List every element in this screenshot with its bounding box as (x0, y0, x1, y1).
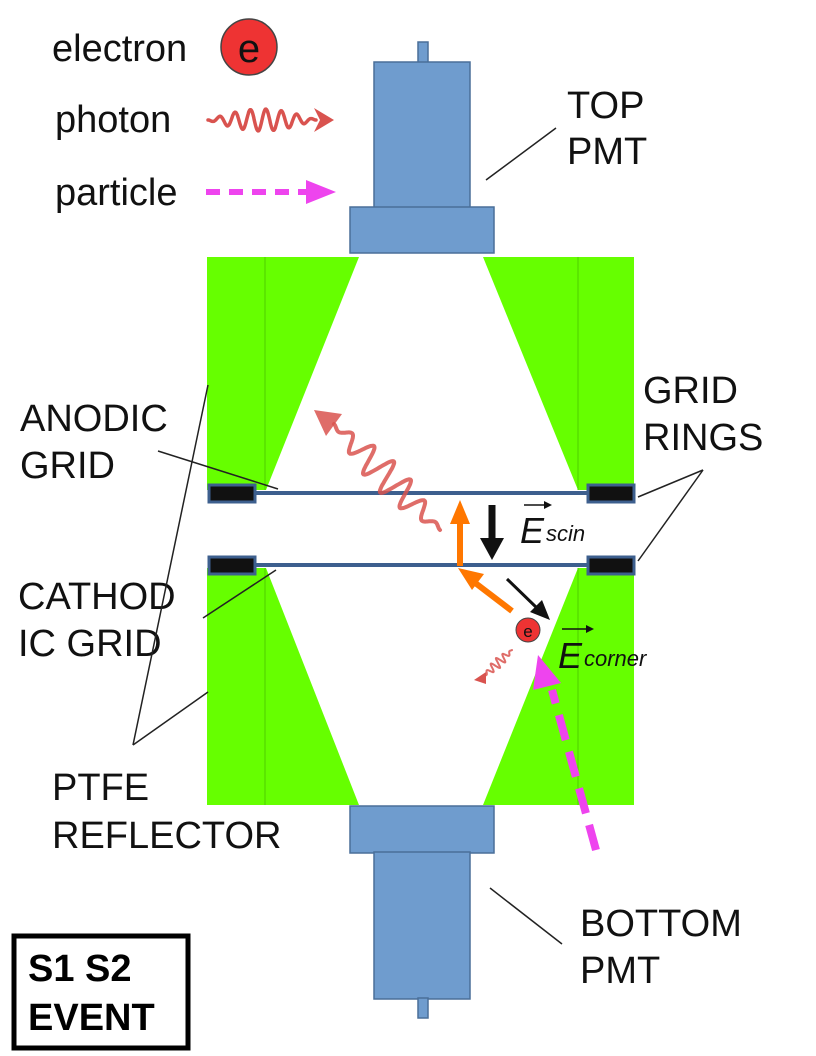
event-box: S1 S2 EVENT (11, 933, 191, 1051)
grid-rings-leaders (637, 469, 704, 562)
ptfe-label-line2: REFLECTOR (52, 815, 281, 857)
field-scin-sub: scin (546, 521, 585, 546)
bottom-pmt (349, 805, 495, 1019)
legend-electron-label: electron (52, 28, 187, 70)
field-scin-arrow (480, 505, 504, 560)
top-pmt-label-line2: PMT (567, 131, 647, 173)
legend-photon-icon (206, 107, 334, 133)
photon-emission-large (314, 410, 442, 532)
ptfe-reflector-upper (207, 257, 634, 490)
event-box-line2: EVENT (28, 997, 155, 1039)
cathodic-grid-label-line2: IC GRID (18, 623, 162, 665)
bottom-pmt-label-line1: BOTTOM (580, 903, 742, 945)
cathodic-grid-leader (202, 569, 277, 619)
field-corner-sub: corner (584, 646, 648, 671)
top-pmt-leader (485, 127, 557, 181)
legend-electron-icon (220, 18, 278, 76)
legend-particle-icon (206, 180, 336, 204)
top-pmt-label-line1: TOP (567, 85, 644, 127)
photon-emission-small (474, 649, 513, 684)
grid-rings-label-line2: RINGS (643, 417, 763, 459)
electron-in-detector: e (515, 617, 541, 643)
legend-electron-symbol: e (238, 27, 260, 71)
anodic-grid-leader (157, 450, 279, 490)
legend-photon-label: photon (55, 99, 171, 141)
electron-in-detector-symbol: e (523, 622, 532, 641)
legend-particle-label: particle (55, 172, 178, 214)
bottom-pmt-label-line2: PMT (580, 950, 660, 992)
field-scin-base: E (520, 510, 545, 551)
ptfe-label-line1: PTFE (52, 767, 149, 809)
top-pmt (349, 41, 495, 254)
bottom-pmt-leader (489, 887, 563, 945)
grid-rings-label-line1: GRID (643, 370, 738, 412)
field-corner-arrow (505, 577, 550, 620)
field-corner-label: E corner (558, 625, 648, 676)
field-scin-label: E scin (520, 501, 585, 551)
anodic-grid-label-line1: ANODIC (20, 398, 168, 440)
incoming-particle (533, 655, 600, 852)
grid-rings (207, 483, 636, 576)
anodic-grid-label-line2: GRID (20, 445, 115, 487)
ptfe-reflector-lower (207, 568, 634, 805)
electron-drift-path (450, 500, 514, 614)
event-box-line1: S1 S2 (28, 948, 132, 990)
ptfe-leaders (132, 384, 209, 746)
legend: electron e photon particle (52, 18, 336, 214)
cathodic-grid-label-line1: CATHOD (18, 576, 176, 618)
field-corner-base: E (558, 635, 583, 676)
